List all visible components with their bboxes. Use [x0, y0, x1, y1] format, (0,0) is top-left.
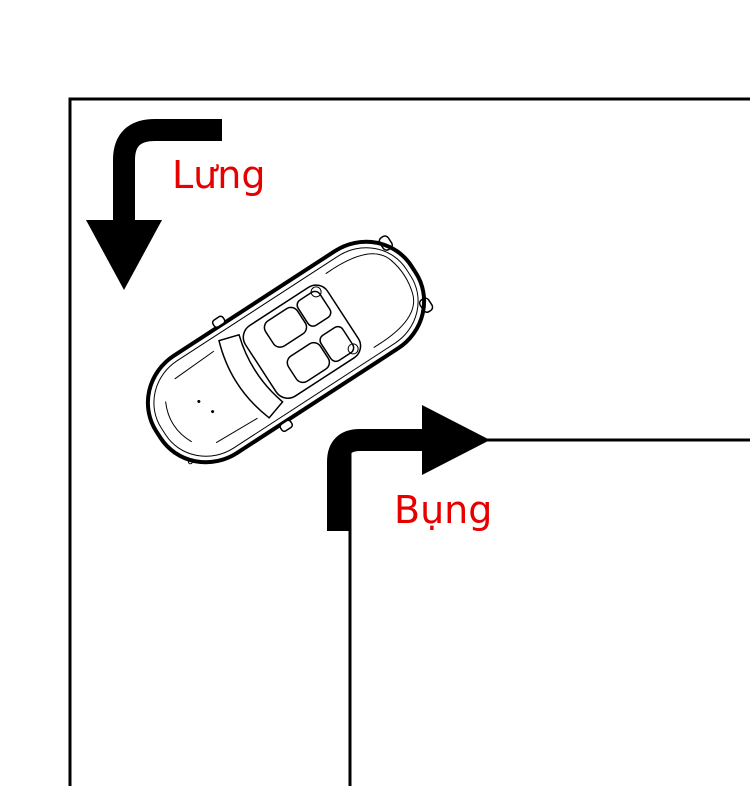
- convertible-car-top-view-icon: [145, 235, 434, 465]
- belly-label: Bụng: [394, 488, 492, 532]
- turn-left-down-arrow-icon: [86, 119, 222, 290]
- back-label: Lưng: [172, 153, 265, 197]
- outer-road-edge: [68, 97, 750, 786]
- turn-up-right-arrow-icon: [327, 405, 490, 531]
